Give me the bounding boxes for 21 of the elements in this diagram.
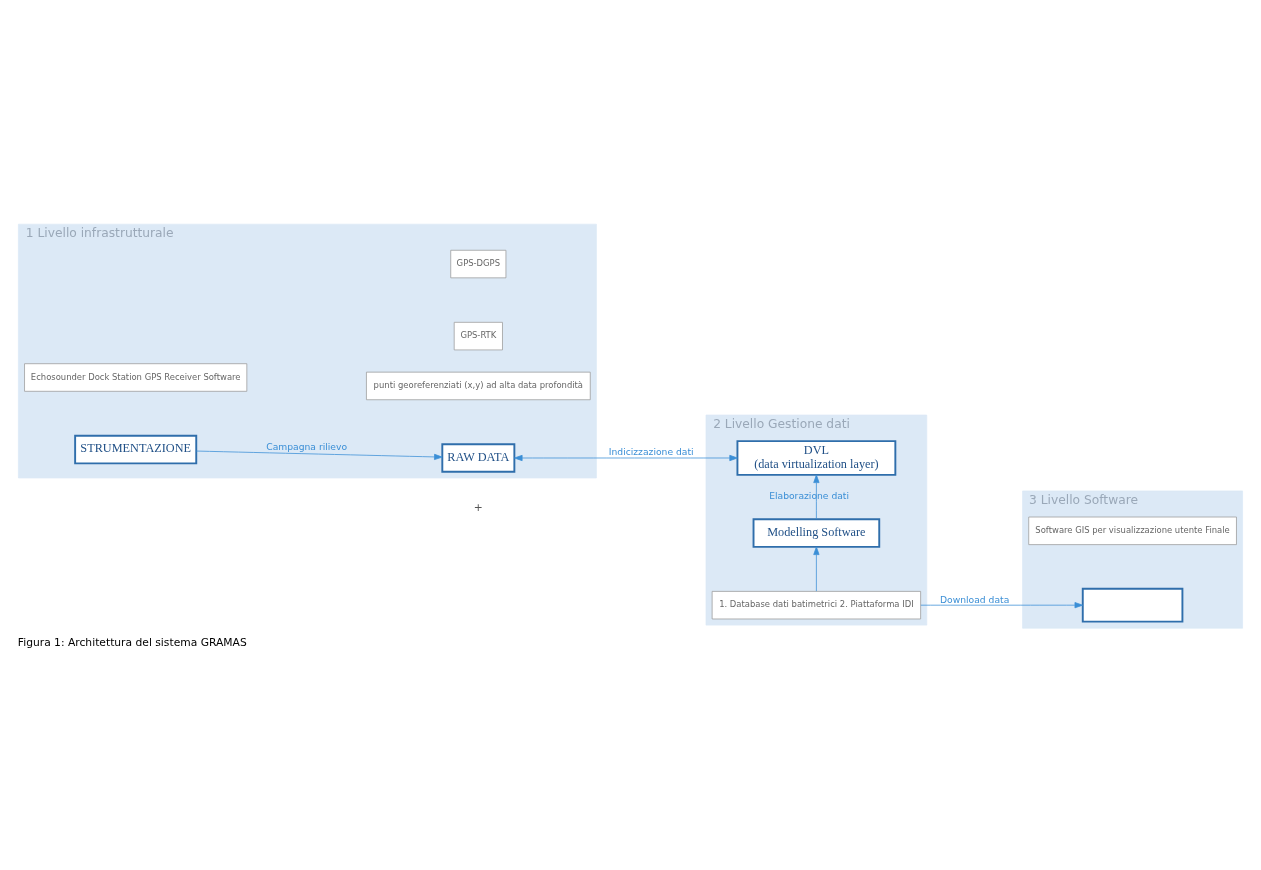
node-box: GPS-RTK [453, 321, 503, 351]
arrow [195, 450, 443, 460]
edge-label: Indicizzazione dati [608, 446, 694, 458]
arrow [920, 602, 1083, 609]
node-box: 1. Database dati batimetrici 2. Piattaforma IDI [711, 591, 922, 620]
node-box [1081, 587, 1184, 623]
arrow [813, 546, 820, 592]
node-box: DVL (data virtualization layer) [736, 440, 897, 476]
node-box: GPS-DGPS [450, 249, 507, 279]
arrow [813, 474, 820, 520]
label: + [473, 500, 483, 514]
node-box: RAW DATA [441, 443, 516, 473]
node-box: Software GIS per visualizzazione utente Finale [1028, 516, 1237, 545]
edge-label: Download data [940, 593, 1010, 605]
node-box: Modelling Software [752, 518, 881, 548]
node-box: punti georeferenziati (x,y) ad alta data profondità [366, 371, 591, 401]
edge-label: Campagna rilievo [266, 441, 348, 453]
node-box: Echosounder Dock Station GPS Receiver Software [24, 363, 248, 392]
node-box: STRUMENTAZIONE [74, 434, 198, 465]
caption: Figura 1: Architettura del sistema GRAMAS [17, 635, 247, 649]
arrow [514, 454, 738, 462]
